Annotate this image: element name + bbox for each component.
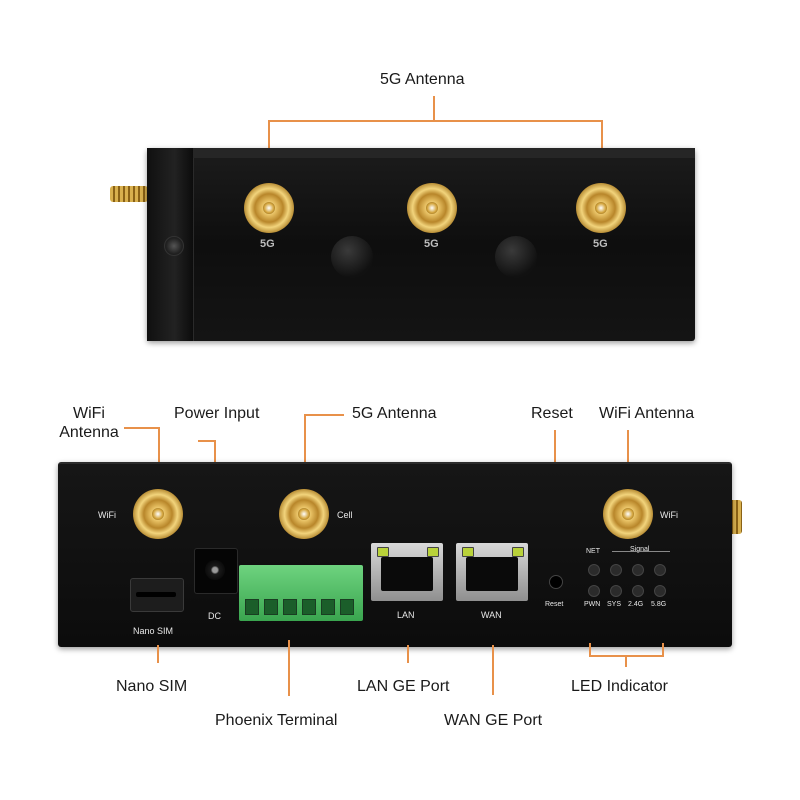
led-net: [588, 564, 600, 576]
top-antenna-callout-label: 5G Antenna: [380, 71, 465, 88]
silk-cell: Cell: [337, 510, 353, 520]
power-line-h: [198, 440, 216, 442]
top-5g-antenna-connector-3: [576, 183, 626, 233]
signal-bracket: [612, 551, 670, 552]
cell-line-h: [304, 414, 344, 416]
rubber-foot: [495, 236, 537, 278]
phoenix-terminal-label: Phoenix Terminal: [215, 712, 338, 729]
dc-power-jack: [194, 548, 238, 594]
phoenix-terminal-block: [239, 565, 363, 621]
top-5g-antenna-connector-2: [407, 183, 457, 233]
silk-dc: DC: [208, 611, 221, 621]
lan-port: [371, 543, 443, 601]
wifi-right-line-v: [627, 430, 629, 490]
flange-screw: [164, 236, 184, 256]
top-callout-line-left: [268, 120, 270, 150]
wan-line-v: [492, 645, 494, 695]
led-pwn: [588, 585, 600, 597]
lan-port-label: LAN GE Port: [357, 678, 450, 695]
rubber-foot: [331, 236, 373, 278]
top-5g-antenna-connector-1: [244, 183, 294, 233]
top-port-mark-3: 5G: [593, 238, 608, 250]
reset-button: [549, 575, 563, 589]
led-line-stem: [625, 655, 627, 667]
led-signal-1: [610, 564, 622, 576]
cell-antenna-label: 5G Antenna: [352, 405, 437, 422]
wifi-antenna-connector-left: [133, 489, 183, 539]
silk-signal: Signal: [630, 546, 650, 553]
silk-reset: Reset: [545, 601, 564, 608]
top-callout-line-bar: [268, 120, 603, 122]
top-view-lip: [193, 148, 695, 158]
wifi-antenna-left-label: WiFi Antenna: [58, 404, 120, 442]
wifi-antenna-left-text: WiFi Antenna: [59, 405, 119, 442]
wifi-left-line-v: [158, 427, 160, 491]
top-callout-line-stem: [433, 96, 435, 122]
reset-label: Reset: [531, 405, 573, 422]
silk-wifi-left: WiFi: [98, 510, 116, 520]
nano-sim-slot: [130, 578, 184, 612]
silk-led-sys: SYS: [607, 601, 622, 608]
silk-wan: WAN: [481, 610, 502, 620]
top-callout-line-right: [601, 120, 603, 150]
wan-port: [456, 543, 528, 601]
cell-line-v: [304, 414, 306, 489]
power-input-label: Power Input: [174, 405, 260, 422]
led-line-left: [589, 643, 591, 656]
led-sys: [610, 585, 622, 597]
silk-led-pwn: PWN: [584, 601, 601, 608]
nano-sim-label: Nano SIM: [116, 678, 188, 695]
top-port-mark-1: 5G: [260, 238, 275, 250]
led-signal-3: [654, 564, 666, 576]
sim-line-v: [157, 645, 159, 663]
silk-net: NET: [586, 548, 600, 555]
top-side-antenna-connector: [110, 186, 148, 202]
led-5-8g: [654, 585, 666, 597]
lan-line-v: [407, 645, 409, 663]
led-indicator-label: LED Indicator: [571, 678, 668, 695]
silk-led-5-8g: 5.8G: [651, 601, 667, 608]
cell-antenna-connector: [279, 489, 329, 539]
phoenix-line-v: [288, 640, 290, 696]
led-signal-2: [632, 564, 644, 576]
led-line-right: [662, 643, 664, 656]
wifi-left-line-h: [124, 427, 160, 429]
router-top-view: [147, 148, 695, 341]
wan-port-label: WAN GE Port: [444, 712, 543, 729]
silk-led-2-4g: 2.4G: [628, 601, 644, 608]
top-port-mark-2: 5G: [424, 238, 439, 250]
silk-lan: LAN: [397, 610, 415, 620]
silk-nano-sim: Nano SIM: [133, 626, 174, 636]
wifi-antenna-connector-right: [603, 489, 653, 539]
led-2-4g: [632, 585, 644, 597]
silk-wifi-right: WiFi: [660, 510, 678, 520]
wifi-antenna-right-label: WiFi Antenna: [599, 405, 695, 422]
